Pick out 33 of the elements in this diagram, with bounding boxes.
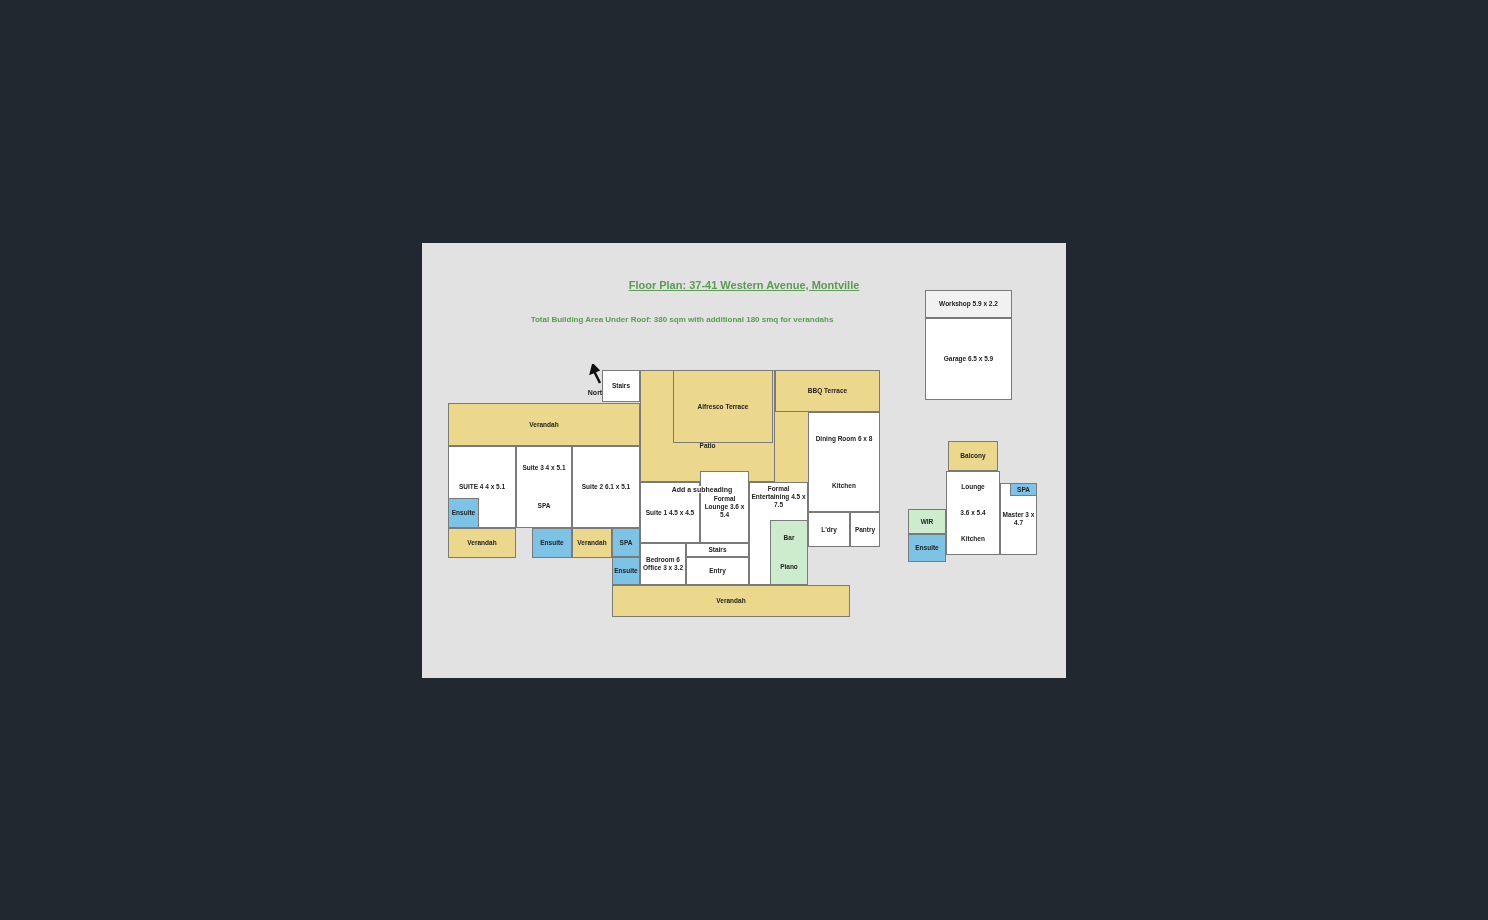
ensuite-room xyxy=(448,498,479,528)
terrace-area xyxy=(775,370,880,412)
balcony-area xyxy=(948,441,998,471)
patio-area xyxy=(640,370,775,482)
suite-room xyxy=(572,446,640,528)
wir-room xyxy=(908,509,946,534)
dining-room xyxy=(808,412,880,512)
verandah-area xyxy=(572,528,612,558)
bar-area xyxy=(770,520,808,585)
verandah-area xyxy=(612,585,850,617)
stairs-room xyxy=(602,370,640,402)
bedroom-room xyxy=(640,543,686,585)
pantry-room xyxy=(850,512,880,547)
master-room xyxy=(1000,483,1037,555)
ensuite-room xyxy=(612,557,640,585)
garage-room xyxy=(925,318,1012,400)
lounge-room xyxy=(946,471,1000,555)
spa-room xyxy=(612,528,640,557)
suite-room xyxy=(448,446,516,528)
plan-title: Floor Plan: 37-41 Western Avenue, Montville xyxy=(627,279,861,291)
laundry-room xyxy=(808,512,850,547)
stairs-room xyxy=(686,543,749,557)
suite-room xyxy=(516,446,572,528)
ensuite-room xyxy=(908,534,946,562)
workshop-room xyxy=(925,290,1012,318)
terrace-area xyxy=(673,370,773,443)
area-note: Total Building Area Under Roof: 380 sqm with additional 180 smq for verandahs xyxy=(530,315,834,324)
spa-room xyxy=(1010,483,1037,496)
verandah-area xyxy=(448,403,640,446)
verandah-area xyxy=(448,528,516,558)
entry-room xyxy=(686,557,749,585)
ensuite-room xyxy=(532,528,572,558)
entertaining-room xyxy=(749,482,808,585)
